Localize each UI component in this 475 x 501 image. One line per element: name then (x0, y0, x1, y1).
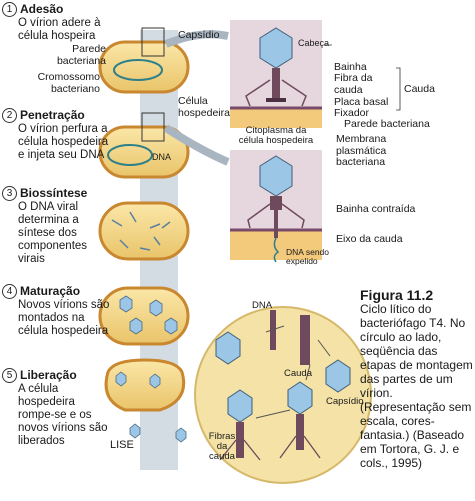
caption-text: Ciclo lítico do bacteriófago T4. No círc… (360, 302, 473, 470)
step-title: Liberação (20, 368, 77, 382)
cell-3 (98, 201, 190, 261)
assembly-circle (194, 306, 372, 484)
label-bainha: Bainha (334, 61, 367, 73)
label-eixo: Eixo da cauda (336, 233, 403, 245)
cell-1 (98, 40, 190, 94)
label-placa: Placa basal (334, 96, 389, 108)
step-text: O vírion perfura a célula hospedeira e i… (18, 123, 109, 161)
label-fibra: Fibra da cauda (334, 72, 373, 96)
step-4: 4 Maturação Novos vírions são montados n… (2, 284, 114, 338)
label-membrana: Membrana plasmática bacteriana (336, 133, 387, 168)
step-number: 1 (2, 2, 17, 17)
label-lise: LISE (110, 439, 134, 451)
label-cabeca: Cabeça (298, 38, 330, 48)
label-dna-small: DNA (152, 152, 172, 162)
zoom-box-1 (141, 27, 165, 57)
label-fixador: Fixador (334, 107, 370, 119)
detail-panel-1 (230, 20, 322, 128)
step-number: 3 (2, 186, 17, 201)
zoom-box-2 (141, 112, 165, 142)
step-title: Adesão (20, 2, 64, 16)
step-title: Maturação (20, 284, 81, 298)
label-c-fibras: Fibras da cauda (208, 431, 236, 462)
step-2: 2 Penetração O vírion perfura a célula h… (2, 108, 114, 162)
step-number: 5 (2, 368, 17, 383)
label-celula: Célula hospedeira (178, 95, 230, 119)
figure-caption: Figura 11.2 Ciclo lítico do bacteriófago… (360, 288, 475, 470)
detail-panel-2 (230, 150, 322, 263)
label-cromossomo: Cromossomo bacteriano (37, 71, 100, 95)
step-5: 5 Liberação A célula hospedeira rompe-se… (2, 368, 114, 448)
label-bainha-contraida: Bainha contraída (336, 203, 416, 215)
label-c-dna: DNA (252, 300, 273, 311)
step-title: Penetração (20, 108, 85, 122)
label-cauda: Cauda (404, 83, 435, 95)
step-text: O vírion adere à célula hospeira (18, 17, 101, 42)
label-capsidio: Capsídio (178, 29, 220, 41)
label-c-cauda: Cauda (284, 368, 312, 379)
label-dna-expelido: DNA sendo expelido (286, 247, 329, 266)
step-title: Biossíntese (20, 186, 88, 200)
step-text: Novos vírions são montados na célula hos… (18, 299, 110, 337)
zoom-arrow-2 (163, 124, 230, 166)
zoom-arrow-1 (164, 30, 229, 48)
label-c-capsidio: Capsídio (326, 396, 364, 407)
cell-4 (98, 286, 190, 346)
step-3: 3 Biossíntese O DNA viral determina a sí… (2, 186, 114, 266)
label-citoplasma: Citoplasma da célula hospedeira (238, 125, 314, 146)
label-parede: Parede bacteriana (56, 43, 106, 67)
figure-number: Figura 11.2 (360, 287, 434, 303)
label-parede2: Parede bacteriana (344, 118, 430, 130)
step-number: 4 (2, 284, 17, 299)
step-number: 2 (2, 108, 17, 123)
step-text: A célula hospedeira rompe-se e os novos … (18, 383, 108, 447)
step-text: O DNA viral determina a síntese dos comp… (18, 201, 88, 265)
cell-5 (104, 358, 187, 443)
cell-2 (98, 125, 190, 179)
step-1: 1 Adesão O vírion adere à célula hospeir… (2, 2, 114, 43)
